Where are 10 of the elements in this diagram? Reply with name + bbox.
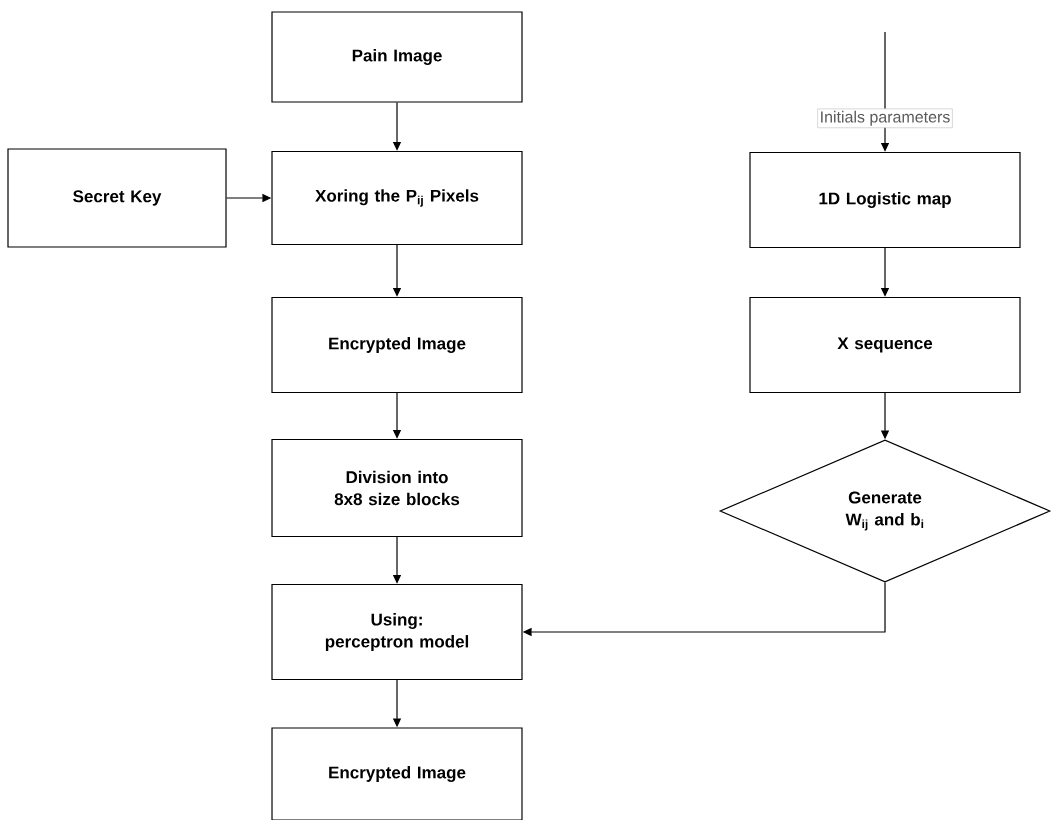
edge-label: Initials parameters (817, 108, 953, 129)
process-box: X sequence (749, 296, 1021, 394)
process-box: Using: perceptron model (271, 583, 523, 681)
process-box: Pain Image (271, 11, 523, 103)
process-box: Secret Key (7, 148, 227, 248)
process-box: Xoring the P$_{ij}$ Pixels (271, 150, 523, 246)
process-box: Encrypted Image (271, 296, 523, 394)
process-box: 1D Logistic map (749, 151, 1021, 249)
process-box: Division into 8x8 size blocks (271, 438, 523, 538)
process-box: Encrypted Image (271, 727, 523, 820)
